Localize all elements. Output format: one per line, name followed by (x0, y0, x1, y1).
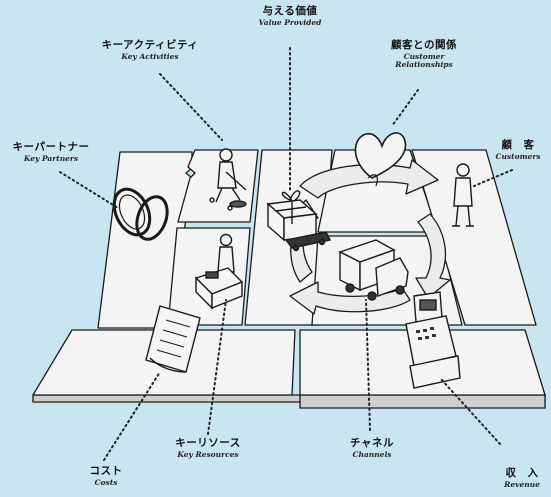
label-key-resources: キーリソース Key Resources (168, 437, 248, 460)
label-key-activities-en: Key Activities (121, 52, 179, 62)
label-customers: 顧 客 Customers (488, 139, 548, 162)
label-value-provided: 与える価値 Value Provided (250, 5, 330, 28)
label-customer-relationships-ja: 顧客との関係 (391, 39, 457, 51)
label-key-resources-ja: キーリソース (175, 437, 241, 449)
leader-customers (473, 169, 513, 187)
label-value-provided-ja: 与える価値 (262, 5, 318, 17)
leader-partners (59, 171, 119, 209)
label-customers-en: Customers (495, 152, 541, 162)
label-customers-ja: 顧 客 (501, 139, 535, 151)
label-customer-relationships: 顧客との関係 Customer Relationships (376, 39, 472, 69)
label-costs-en: Costs (94, 478, 118, 488)
flow-arrow-top (299, 159, 439, 199)
machine-icon (194, 233, 244, 310)
label-costs: コスト Costs (80, 465, 132, 488)
heart-icon (354, 132, 407, 187)
panel-customers (411, 149, 537, 326)
label-key-activities: キーアクティビティ Key Activities (92, 39, 208, 62)
leader-channels (365, 299, 371, 431)
leader-lines (59, 47, 513, 461)
label-key-resources-en: Key Resources (177, 450, 239, 460)
label-channels: チャネル Channels (342, 437, 402, 460)
leader-revenue (439, 377, 501, 445)
label-channels-en: Channels (352, 450, 392, 460)
label-revenue-ja: 収 入 (505, 467, 539, 479)
truck-icon (338, 239, 409, 301)
customer-icon (452, 163, 474, 227)
label-key-partners: キーパートナー Key Partners (4, 141, 98, 164)
gift-icon (266, 190, 332, 252)
label-costs-ja: コスト (89, 465, 123, 477)
label-value-provided-en: Value Provided (258, 18, 322, 28)
label-revenue: 収 入 Revenue (494, 467, 550, 490)
label-key-partners-ja: キーパートナー (12, 141, 90, 153)
board-base (32, 394, 546, 409)
worker-icon (209, 148, 247, 211)
ring-icon (112, 187, 169, 241)
label-channels-ja: チャネル (350, 437, 394, 449)
leader-costs (103, 371, 161, 461)
label-revenue-en: Revenue (504, 480, 540, 490)
leader-relationships (391, 89, 419, 127)
leader-activities (159, 73, 223, 141)
document-icon (145, 305, 201, 373)
label-key-activities-ja: キーアクティビティ (101, 39, 199, 51)
cash-register-icon (405, 291, 461, 389)
label-key-partners-en: Key Partners (23, 154, 79, 164)
label-customer-relationships-en: Customer Relationships (395, 52, 453, 69)
